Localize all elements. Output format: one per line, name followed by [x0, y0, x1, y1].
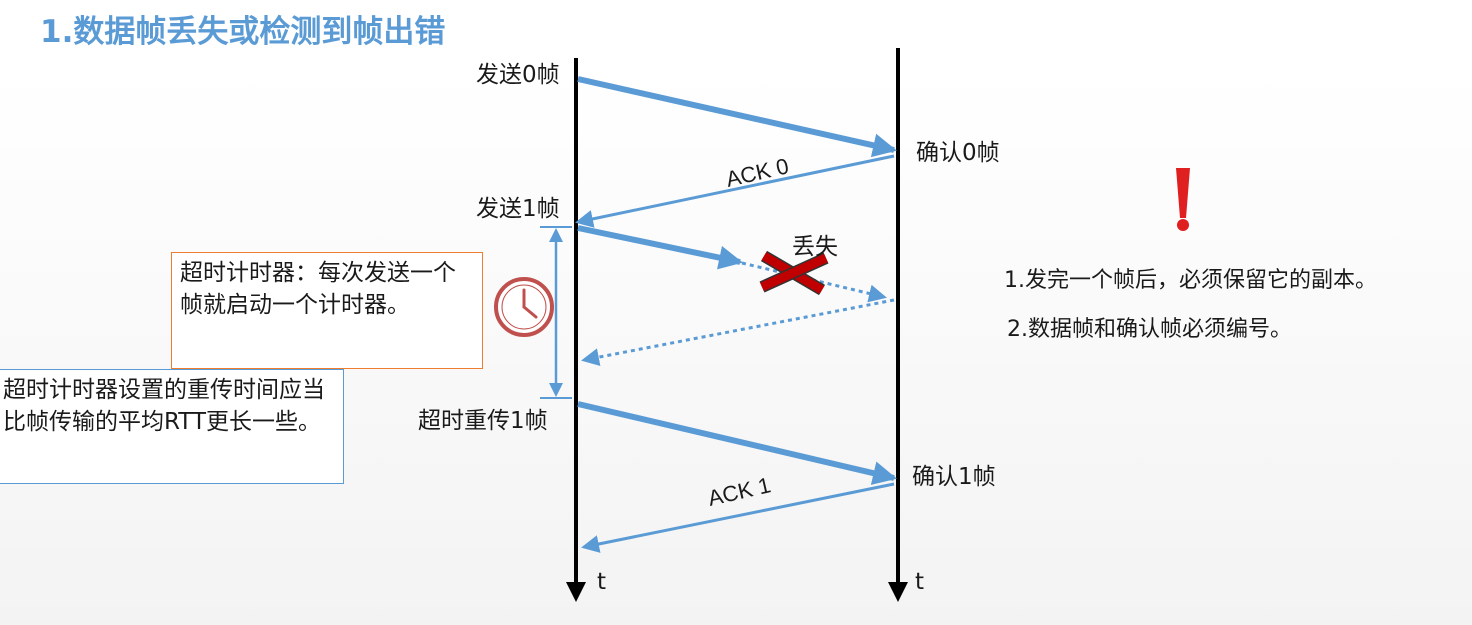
note-1: 1.发完一个帧后，必须保留它的副本。: [1004, 268, 1377, 293]
ack1-arrow: [581, 482, 895, 553]
ack1-label: ACK 1: [706, 472, 774, 511]
frame0-arrow: [577, 76, 897, 158]
time-axis-label-receiver: t: [915, 569, 925, 595]
time-axis-label-sender: t: [597, 569, 607, 595]
lost-cross-icon: [759, 250, 829, 296]
missing-ack-path: [581, 298, 895, 366]
clock-icon: [494, 277, 554, 337]
exclamation-icon: [1176, 168, 1190, 231]
timer-explanation-box: 超时计时器：每次发送一个帧就启动一个计时器。: [171, 252, 483, 369]
ack0-arrow: [575, 154, 895, 228]
frame1-arrow: [577, 225, 743, 270]
ack-recv0-label: 确认0帧: [916, 140, 1000, 166]
page-title: 1.数据帧丢失或检测到帧出错: [40, 14, 446, 50]
note-2: 2.数据帧和确认帧必须编号。: [1007, 317, 1292, 342]
timeout-bracket: [540, 226, 572, 399]
send0-label: 发送0帧: [476, 62, 560, 88]
retransmit1-arrow: [577, 401, 897, 485]
send1-label: 发送1帧: [476, 196, 560, 222]
lost-label: 丢失: [792, 234, 838, 260]
retransmit1-label: 超时重传1帧: [418, 408, 548, 434]
ack-recv1-label: 确认1帧: [912, 464, 996, 490]
rtt-explanation-box: 超时计时器设置的重传时间应当比帧传输的平均RTT更长一些。: [0, 369, 344, 484]
